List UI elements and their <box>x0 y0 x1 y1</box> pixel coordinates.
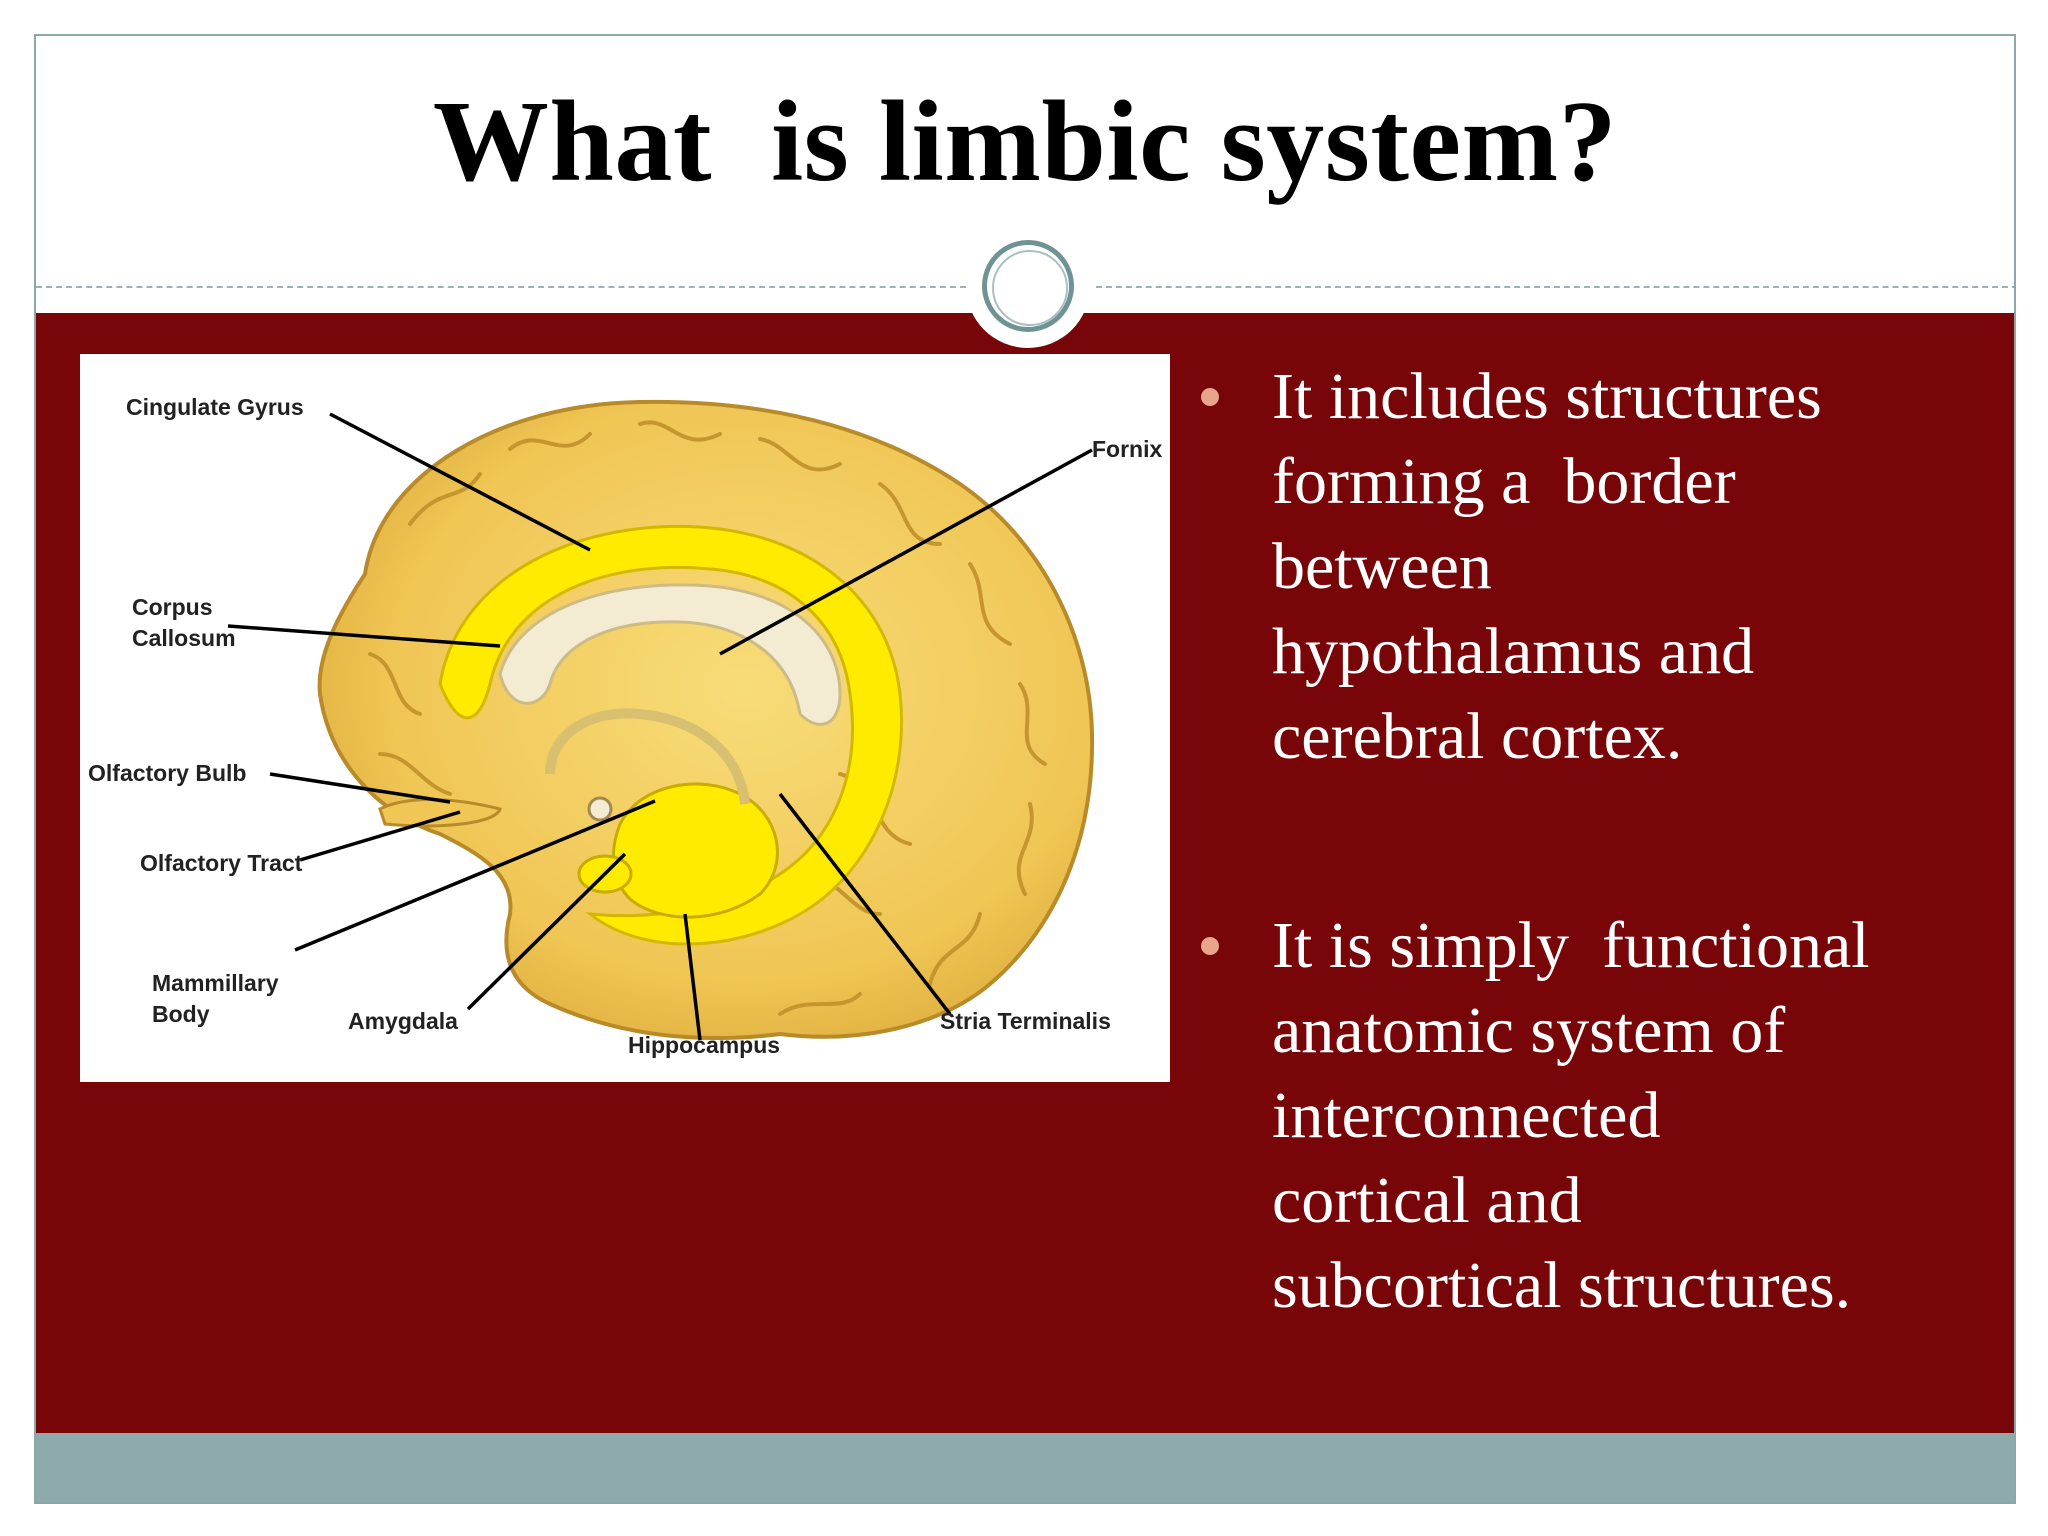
bullet-text: It is simply functional anatomic system … <box>1272 909 1870 1322</box>
label-stria-terminalis: Stria Terminalis <box>940 1008 1111 1034</box>
hippocampus-shape <box>611 782 779 919</box>
title-area: What is limbic system? <box>36 36 2014 286</box>
brain-diagram: Cingulate Gyrus Fornix Corpus Callosum O… <box>80 354 1170 1082</box>
gyri-detail <box>368 420 1047 1016</box>
bullet-item: It is simply functional anatomic system … <box>1176 903 1996 1328</box>
label-amygdala: Amygdala <box>348 1008 458 1034</box>
slide-title: What is limbic system? <box>432 78 1618 206</box>
bullet-dot-icon <box>1201 937 1219 955</box>
fornix-arc <box>545 708 750 805</box>
brain-outline <box>317 399 1095 1041</box>
cingulate-band <box>438 524 903 946</box>
label-olfactory-tract: Olfactory Tract <box>140 850 303 876</box>
bullet-dot-icon <box>1201 388 1219 406</box>
label-mammillary-body: Mammillary Body <box>152 970 279 1027</box>
divider-line-left <box>36 286 976 288</box>
bullet-item: It includes structures forming a border … <box>1176 354 1996 779</box>
corpus-callosum <box>498 583 842 726</box>
label-olfactory-bulb: Olfactory Bulb <box>88 760 247 786</box>
mammillary-shape <box>587 796 613 822</box>
olfactory-bulb-shape <box>378 798 502 828</box>
label-fornix: Fornix <box>1092 436 1163 462</box>
label-cingulate-gyrus: Cingulate Gyrus <box>126 394 304 420</box>
brain-illustration <box>227 399 1095 1041</box>
divider-ornament <box>966 224 1090 348</box>
divider-line-right <box>1096 286 2014 288</box>
footer-band <box>36 1433 2014 1502</box>
ring-icon <box>982 240 1074 332</box>
label-hippocampus: Hippocampus <box>628 1032 781 1058</box>
label-corpus-callosum: Corpus Callosum <box>132 594 236 651</box>
slide: What is limbic system? <box>34 34 2016 1504</box>
leader-lines <box>227 412 1093 1041</box>
bullet-list: It includes structures forming a border … <box>1176 354 1996 1328</box>
bullet-text: It includes structures forming a border … <box>1272 360 1822 773</box>
